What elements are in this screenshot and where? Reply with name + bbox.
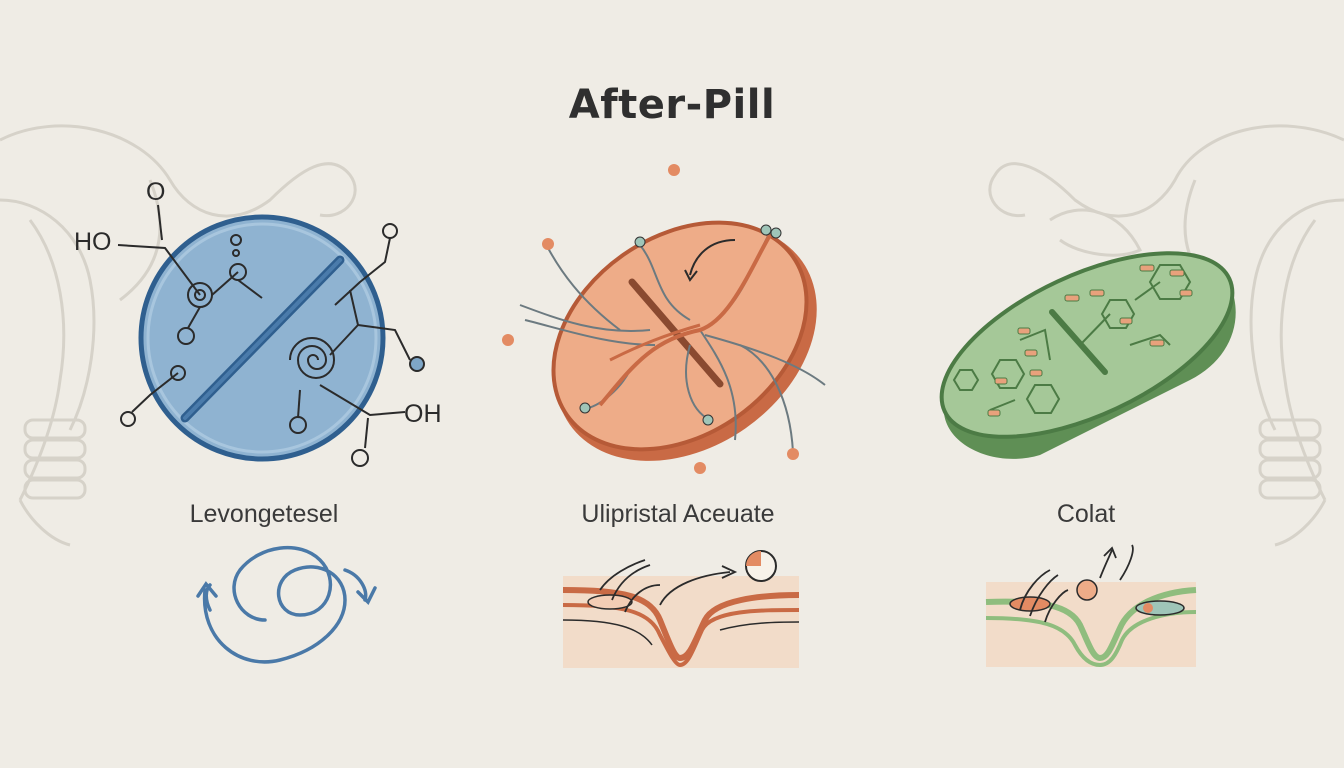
chem-label-ho: HO xyxy=(74,228,112,256)
pill-ulipristal xyxy=(502,164,826,474)
endometrium-green-icon xyxy=(985,544,1197,668)
cycle-arrows-icon xyxy=(196,546,377,664)
chem-label-o-top: O xyxy=(146,178,166,206)
page-title: After-Pill xyxy=(568,82,776,128)
pill-label-levongetesel: Levongetesel xyxy=(189,500,339,528)
pill-label-colat: Colat xyxy=(1056,500,1116,528)
pill-levongetesel xyxy=(117,204,425,467)
chem-label-oh: OH xyxy=(404,400,442,428)
endometrium-orange-icon xyxy=(562,550,800,668)
uterus-outline-left xyxy=(0,124,357,547)
uterus-outline-right xyxy=(988,124,1344,547)
pill-label-ulipristal: Ulipristal Aceuate xyxy=(581,500,775,528)
pill-colat xyxy=(939,251,1236,459)
